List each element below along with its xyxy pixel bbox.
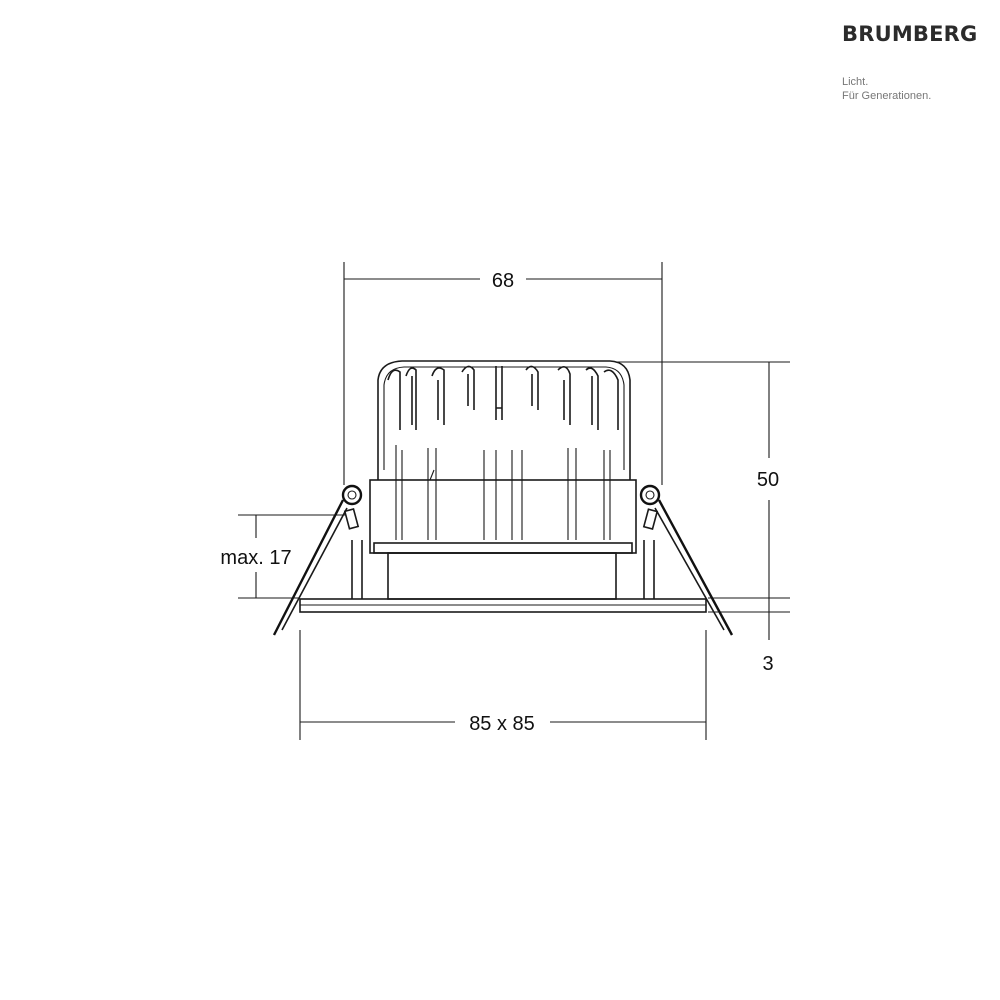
dimension-width-68: 68 bbox=[343, 262, 663, 485]
housing-body bbox=[351, 479, 655, 600]
dimension-max-17: max. 17 bbox=[220, 514, 345, 599]
dimension-height-50: 50 3 bbox=[615, 361, 790, 675]
dimension-label-68: 68 bbox=[492, 270, 514, 292]
flange-plate bbox=[299, 598, 707, 613]
dimension-label-max-17: max. 17 bbox=[220, 547, 291, 569]
spring-clip-left bbox=[272, 484, 363, 636]
spring-clip-right bbox=[639, 484, 734, 636]
dimension-label-85x85: 85 x 85 bbox=[469, 713, 535, 735]
brand-name: BRUMBERG bbox=[842, 22, 978, 46]
brand-logo: BRUMBERG bbox=[842, 22, 978, 46]
brand-tagline: Licht. Für Generationen. bbox=[842, 75, 931, 103]
tagline-line-2: Für Generationen. bbox=[842, 90, 932, 102]
dimension-label-50: 50 bbox=[757, 469, 779, 491]
tagline-line-1: Licht. bbox=[842, 76, 869, 88]
dimension-flange-85: 85 x 85 bbox=[299, 630, 707, 740]
dimension-label-3: 3 bbox=[762, 653, 773, 675]
heat-sink bbox=[377, 360, 631, 540]
